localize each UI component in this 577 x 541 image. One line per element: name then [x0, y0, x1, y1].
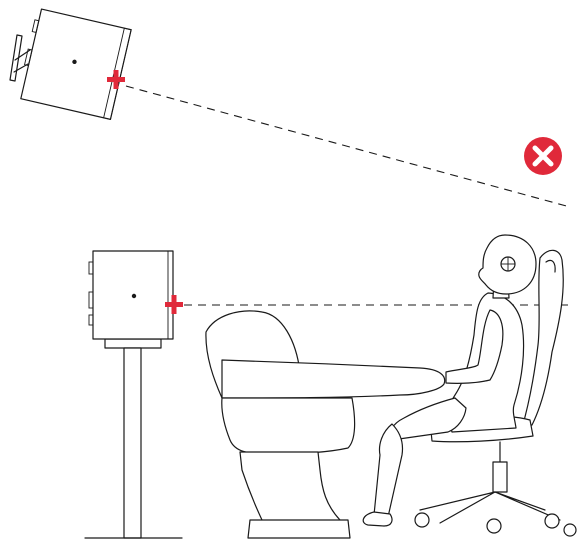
sight-line-incorrect: [125, 85, 571, 208]
tweeter-axis-marker-incorrect: [107, 70, 125, 89]
listener-figure: [362, 234, 537, 527]
x-circle-icon: [524, 137, 562, 175]
desk-console: [205, 310, 446, 539]
monitor-centre-dot: [131, 293, 137, 299]
crosshair-icon: [500, 256, 516, 272]
tilted-monitor: [20, 8, 132, 120]
monitor-centre-dot: [72, 59, 77, 65]
tweeter-axis-marker-correct: [165, 295, 183, 314]
speaker-stand: [84, 338, 183, 539]
monitor-speaker: [88, 250, 174, 340]
